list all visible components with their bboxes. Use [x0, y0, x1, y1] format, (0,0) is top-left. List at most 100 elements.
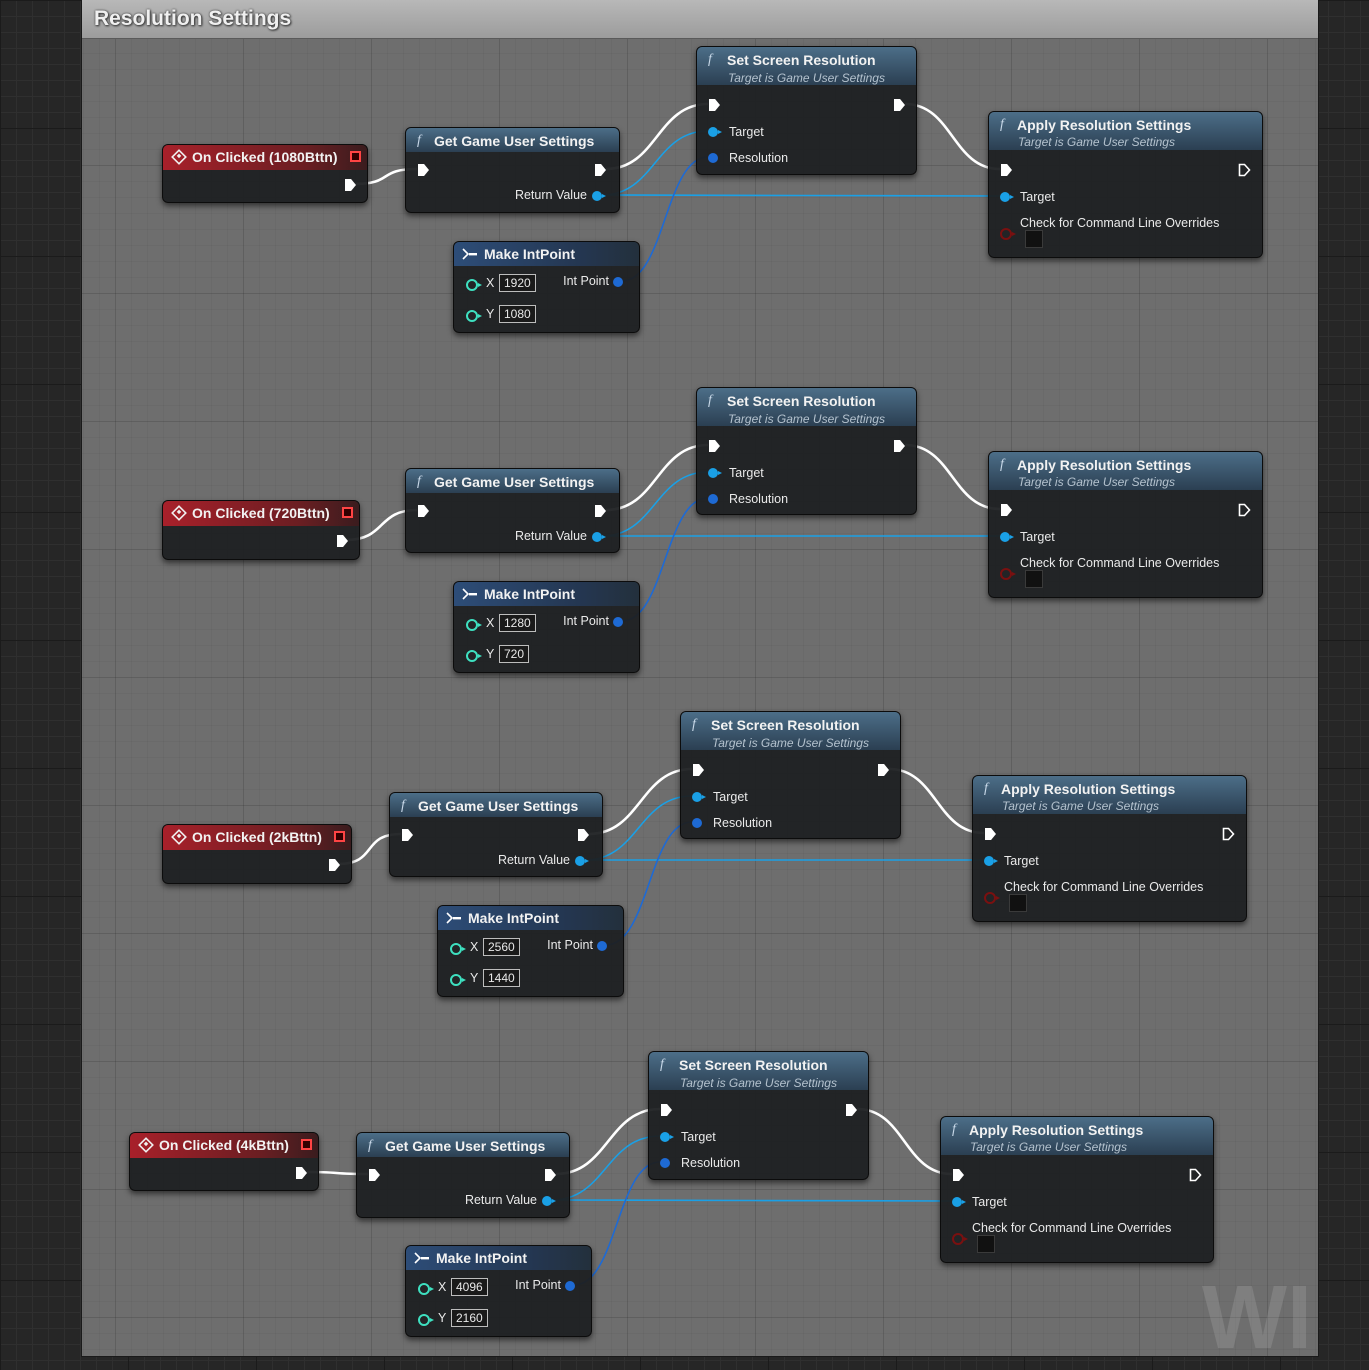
wire[interactable]	[605, 443, 709, 512]
event-node-on-clicked[interactable]: On Clicked (1080Bttn)	[162, 144, 368, 203]
resolution-input-pin[interactable]	[660, 1158, 670, 1168]
target-input-pin[interactable]	[660, 1132, 674, 1142]
comment-title-bar[interactable]: Resolution Settings	[82, 0, 1318, 39]
wire[interactable]	[904, 443, 1001, 511]
delegate-pin-icon[interactable]	[342, 507, 353, 518]
check-overrides-pin[interactable]	[1000, 228, 1016, 240]
check-overrides-pin[interactable]	[1000, 568, 1016, 580]
return-value-pin[interactable]	[592, 532, 606, 542]
delegate-pin-icon[interactable]	[350, 151, 361, 162]
exec-out-pin[interactable]	[329, 859, 340, 871]
exec-in-pin[interactable]	[709, 440, 720, 452]
x-input-pin[interactable]	[466, 619, 482, 631]
exec-out-pin[interactable]	[1189, 1168, 1202, 1182]
event-node-on-clicked[interactable]: On Clicked (720Bttn)	[162, 500, 360, 560]
check-overrides-checkbox[interactable]	[977, 1235, 995, 1253]
exec-in-pin[interactable]	[709, 99, 720, 111]
wire[interactable]	[555, 1107, 661, 1176]
target-input-pin[interactable]	[952, 1197, 966, 1207]
wire[interactable]	[605, 102, 709, 171]
y-input-pin[interactable]	[466, 310, 482, 322]
return-value-pin[interactable]	[542, 1196, 556, 1206]
exec-out-pin[interactable]	[345, 179, 356, 191]
exec-out-pin[interactable]	[878, 764, 889, 776]
exec-in-pin[interactable]	[661, 1104, 672, 1116]
target-input-pin[interactable]	[708, 468, 722, 478]
int-point-output-pin[interactable]	[597, 941, 607, 951]
exec-in-pin[interactable]	[418, 505, 429, 517]
exec-in-pin[interactable]	[693, 764, 704, 776]
target-subtitle: Target is Game User Settings	[970, 1140, 1127, 1154]
exec-out-pin[interactable]	[545, 1169, 556, 1181]
x-input-pin[interactable]	[466, 279, 482, 291]
x-input-pin[interactable]	[450, 943, 466, 955]
exec-out-pin[interactable]	[595, 505, 606, 517]
wire[interactable]	[904, 102, 1001, 171]
exec-out-pin[interactable]	[578, 829, 589, 841]
exec-out-pin[interactable]	[337, 535, 348, 547]
check-overrides-checkbox[interactable]	[1009, 894, 1027, 912]
wire[interactable]	[551, 1199, 953, 1202]
exec-in-pin[interactable]	[402, 829, 413, 841]
target-input-pin[interactable]	[984, 856, 998, 866]
exec-in-pin[interactable]	[418, 164, 429, 176]
delegate-pin-icon[interactable]	[334, 831, 345, 842]
event-node-on-clicked[interactable]: On Clicked (2kBttn)	[162, 824, 352, 884]
delegate-pin-icon[interactable]	[301, 1139, 312, 1150]
exec-out-pin[interactable]	[296, 1167, 307, 1179]
exec-out-pin[interactable]	[894, 99, 905, 111]
resolution-input-pin[interactable]	[692, 818, 702, 828]
y-input-pin[interactable]	[466, 650, 482, 662]
exec-out-pin[interactable]	[894, 440, 905, 452]
target-input-pin[interactable]	[692, 792, 706, 802]
check-overrides-pin[interactable]	[952, 1233, 968, 1245]
exec-out-pin[interactable]	[846, 1104, 857, 1116]
exec-in-pin[interactable]	[985, 828, 996, 840]
wire[interactable]	[888, 767, 985, 835]
int-point-output-pin[interactable]	[565, 1281, 575, 1291]
wire[interactable]	[588, 767, 693, 836]
return-value-pin[interactable]	[575, 856, 589, 866]
target-input-pin[interactable]	[1000, 192, 1014, 202]
check-overrides-checkbox[interactable]	[1025, 230, 1043, 248]
return-value-pin[interactable]	[592, 191, 606, 201]
int-point-output-pin[interactable]	[613, 277, 623, 287]
y-input-pin[interactable]	[418, 1314, 434, 1326]
exec-out-pin[interactable]	[595, 164, 606, 176]
exec-in-pin[interactable]	[953, 1169, 964, 1181]
exec-out-pin[interactable]	[1238, 503, 1251, 517]
target-input-pin[interactable]	[1000, 532, 1014, 542]
exec-out-pin[interactable]	[1222, 827, 1235, 841]
check-overrides-pin[interactable]	[984, 892, 1000, 904]
x-input-pin[interactable]	[418, 1283, 434, 1295]
resolution-input-pin[interactable]	[708, 494, 718, 504]
target-input-pin[interactable]	[708, 127, 722, 137]
y-input-pin[interactable]	[450, 974, 466, 986]
wire[interactable]	[601, 194, 1001, 197]
event-node-on-clicked[interactable]: On Clicked (4kBttn)	[129, 1132, 319, 1191]
exec-in-pin[interactable]	[1001, 504, 1012, 516]
check-overrides-checkbox[interactable]	[1025, 570, 1043, 588]
resolution-input-pin[interactable]	[708, 153, 718, 163]
exec-in-pin[interactable]	[369, 1169, 380, 1181]
exec-out-pin[interactable]	[1238, 163, 1251, 177]
int-point-output-pin[interactable]	[613, 617, 623, 627]
wire[interactable]	[856, 1107, 953, 1176]
exec-in-pin[interactable]	[1001, 164, 1012, 176]
